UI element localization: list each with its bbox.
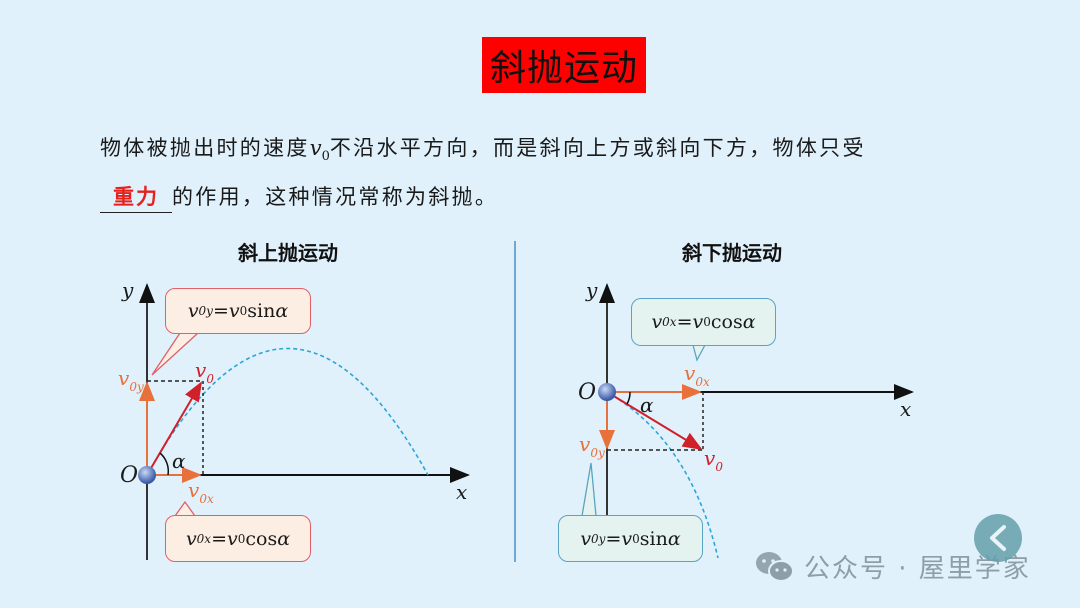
right-angle-label: α bbox=[640, 393, 654, 417]
divider bbox=[514, 241, 516, 562]
left-angle-label: α bbox=[172, 449, 186, 473]
page-title: 斜抛运动 bbox=[482, 37, 646, 93]
angle-arc bbox=[159, 452, 170, 476]
right-origin-label: O bbox=[578, 380, 597, 405]
right-diagram bbox=[581, 283, 914, 559]
intro-text-2: 不沿水平方向，而是斜向上方或斜向下方，物体只受 bbox=[329, 136, 866, 160]
back-button[interactable] bbox=[974, 514, 1022, 562]
intro-paragraph: 物体被抛出时的速度v0不沿水平方向，而是斜向上方或斜向下方，物体只受 重力的作用… bbox=[100, 128, 960, 218]
v0-symbol: v0 bbox=[309, 136, 330, 164]
left-diagram-title: 斜上抛运动 bbox=[238, 241, 338, 265]
right-x-label: x bbox=[900, 397, 912, 421]
left-diagram bbox=[138, 283, 470, 560]
left-y-label: y bbox=[122, 278, 134, 302]
intro-text-1: 物体被抛出时的速度 bbox=[100, 136, 310, 160]
left-origin-label: O bbox=[120, 463, 139, 488]
wechat-icon bbox=[756, 551, 794, 582]
chevron-left-icon bbox=[990, 525, 1006, 551]
trajectory bbox=[146, 347, 429, 476]
right-v0x-label: v0x bbox=[684, 361, 710, 389]
v0-arrow bbox=[146, 381, 203, 476]
right-y-label: y bbox=[586, 278, 598, 302]
left-v0x-label: v0x bbox=[188, 478, 214, 506]
answer-blank: 重力 bbox=[100, 182, 172, 213]
right-diagram-title: 斜下抛运动 bbox=[682, 241, 782, 265]
left-x-label: x bbox=[456, 480, 468, 504]
intro-text-3: 的作用，这种情况常称为斜抛。 bbox=[172, 185, 499, 209]
right-v0y-label: v0y bbox=[579, 432, 605, 460]
left-v0-label: v0 bbox=[195, 358, 214, 386]
ball bbox=[138, 466, 156, 484]
right-v0-label: v0 bbox=[704, 446, 723, 474]
left-v0y-label: v0y bbox=[118, 366, 144, 394]
